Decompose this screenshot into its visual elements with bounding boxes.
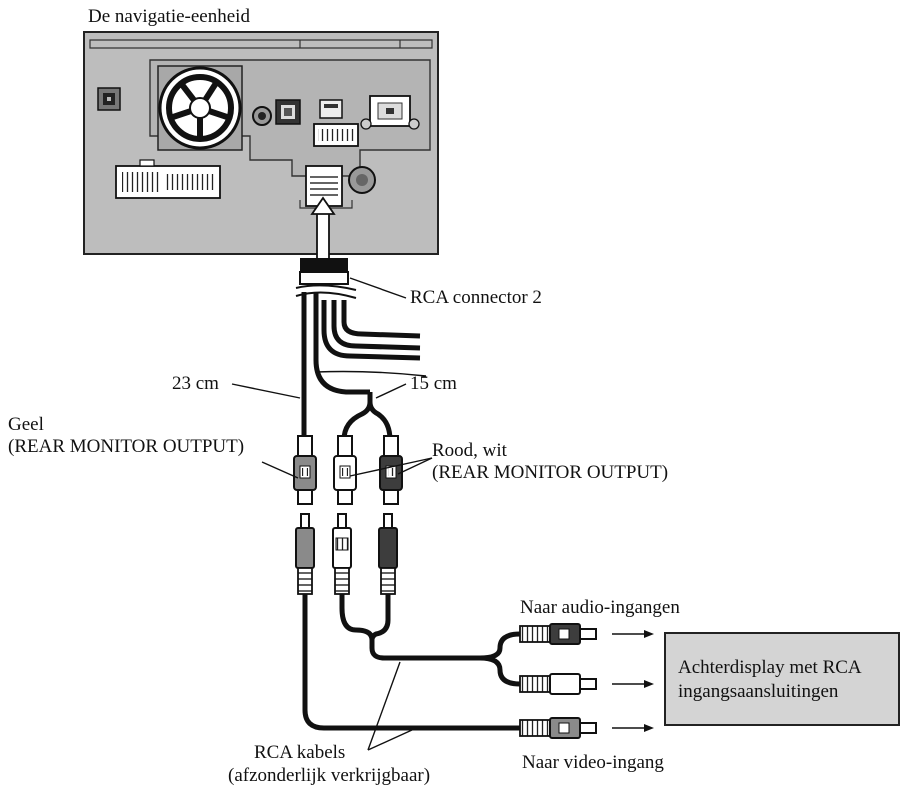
- geel-label: Geel: [8, 414, 44, 435]
- fan-icon: [157, 65, 243, 151]
- rca-cables-note: (afzonderlijk verkrijgbaar): [228, 765, 431, 786]
- insert-arrow: [310, 196, 336, 265]
- antenna-jack-icon: [97, 87, 121, 111]
- rca-connector-2-plug: [295, 258, 357, 299]
- rear-display-label: Achterdisplay met RCA ingangsaansluiting…: [678, 656, 862, 704]
- jack-red: [379, 435, 403, 505]
- audio-inputs-label: Naar audio-ingangen: [520, 597, 680, 618]
- unit-title: De navigatie-eenheid: [88, 6, 250, 27]
- ip-bus-connector-icon: [313, 123, 359, 147]
- plug-audio-2: [519, 673, 597, 695]
- power-connector-icon: [115, 159, 221, 199]
- length-15-label: 15 cm: [410, 373, 457, 394]
- rca-cables: [302, 594, 521, 731]
- rood-wit-label: Rood, wit: [432, 440, 507, 461]
- plug-white: [332, 513, 352, 595]
- rear-display-line-2: ingangsaansluitingen: [678, 681, 839, 702]
- plug-video: [519, 717, 597, 739]
- arrows-to-display: [612, 630, 654, 732]
- plug-audio-1: [519, 623, 597, 645]
- camera-connector-icon: [275, 99, 301, 125]
- geel-output-label: (REAR MONITOR OUTPUT): [8, 436, 245, 457]
- gps-connector-icon: [360, 95, 420, 130]
- video-input-label: Naar video-ingang: [522, 752, 664, 773]
- jack-yellow: [293, 435, 317, 505]
- rear-display-box: Achterdisplay met RCA ingangsaansluiting…: [664, 632, 900, 726]
- mic-jack-icon: [252, 106, 272, 126]
- navigation-unit: [83, 31, 439, 255]
- plug-red: [378, 513, 398, 595]
- plug-yellow: [295, 513, 315, 595]
- aux-connector-icon: [319, 99, 343, 119]
- rca-connector-label: RCA connector 2: [410, 287, 542, 308]
- rca-cables-label: RCA kabels: [254, 742, 346, 763]
- length-23-label: 23 cm: [172, 373, 219, 394]
- cable-bundle: [301, 292, 427, 450]
- rood-wit-output-label: (REAR MONITOR OUTPUT): [432, 462, 669, 483]
- rear-display-line-1: Achterdisplay met RCA: [678, 657, 862, 678]
- jack-white: [333, 435, 357, 505]
- round-jack-icon: [348, 166, 376, 194]
